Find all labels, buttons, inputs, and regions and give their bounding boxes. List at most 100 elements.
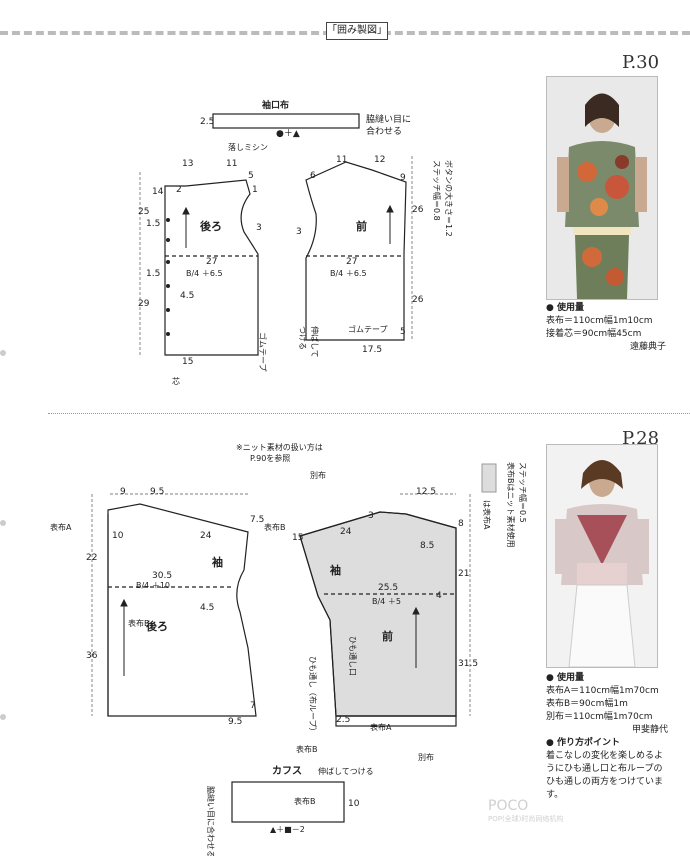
annotation: 別布 [310,470,326,480]
dim-label: 21 [458,569,469,579]
dim-label: 4.5 [200,603,214,613]
dim-label: 8 [458,519,464,529]
annotation: ひも通し口 [348,636,358,676]
materials-bottom: ● 使用量 表布A＝110cm幅1m70cm 表布B＝90cm幅1m 別布＝11… [546,672,668,802]
annotation: つける [298,326,307,350]
cuffs-label: カフス [272,765,302,777]
annotation: 別布 [418,752,434,762]
dim-label: 9 [120,487,126,497]
cloth-label: 表布B [264,522,286,532]
dim-label: 5 [248,171,254,181]
dim-label: 24 [200,531,212,541]
dim-label: 27 [206,257,217,267]
sleeve-band-note: 脇縫い目に [366,113,411,125]
tips-text: 着こなしの変化を楽しめるようにひも通し口と布ループのひも通しの両方をつけています… [546,751,664,800]
dim-label: 2.5 [336,715,350,725]
back-bodice-piece [164,179,259,356]
materials-line: 表布A＝110cm幅1m70cm [546,686,659,696]
dim-label: 30.5 [152,571,172,581]
dim-label: 25.5 [378,583,398,593]
piece-label-back: 後ろ [200,219,222,233]
sleeve-band-piece [212,113,360,129]
piece-label-sleeve: 袖 [330,563,341,577]
dim-label: 29 [138,299,150,309]
section-divider [48,413,690,414]
cuffs-piece [231,781,345,823]
dim-label: 2 [176,185,182,195]
back-piece-b [107,503,257,717]
front-bodice-piece [305,161,407,341]
dim-label: 7 [250,701,256,711]
dim-label: 31.5 [458,659,478,669]
dim-label: 26 [412,295,424,305]
tips-heading: ● 作り方ポイント [546,738,620,748]
piece-label-sleeve: 袖 [212,555,223,569]
section-title: 「囲み製図」 [326,22,388,40]
annotation: 伸ばして [310,326,320,358]
sleeve-band-label: 袖口布 [261,99,289,111]
note: 表布Bはニット素材使用 [506,462,516,548]
materials-line: 接着芯＝90cm幅45cm [546,329,642,339]
dim-formula: ●＋▲ [276,128,300,139]
dim-label: 8.5 [420,541,434,551]
dim-label: 10 [348,799,360,809]
sleeve-band-note: 合わせる [366,125,402,137]
dim-label: 6 [310,171,316,181]
model-photo-top [546,76,658,300]
dim-label: 24 [340,527,352,537]
designer-name: 甲斐静代 [631,725,668,735]
materials-line: 別布＝110cm幅1m70cm [546,712,653,722]
dim-label: 14 [152,187,164,197]
hem-band [335,715,457,727]
dim-label: 9 [400,173,406,183]
dim-label: 3 [368,511,374,521]
page-ref-bottom: P.28 [622,428,660,449]
dim-label: 27 [346,257,357,267]
cloth-label: 表布A [50,522,72,532]
dim-label: 5 [400,327,406,337]
dim-label: 4.5 [180,291,194,301]
binding-hole [0,350,6,356]
binding-hole [0,714,6,720]
cloth-label: 表布A [370,722,392,732]
dim-label: 11 [226,159,237,169]
cloth-label: 表布B [294,796,316,806]
dim-label: 3 [296,227,302,237]
model-photo-bottom [546,444,658,668]
legend-swatch [481,463,497,493]
dim-label: 13 [182,159,193,169]
cloth-label: 表布B [296,744,318,754]
dim-label: 10 [112,531,124,541]
annotation: 落しミシン [228,142,268,152]
annotation: 伸ばしてつける [318,766,374,776]
cloth-label: 表布B [128,618,150,628]
materials-line: 表布B＝90cm幅1m [546,699,628,709]
dim-label: 26 [412,205,424,215]
annotation: ゴムテープ [258,332,268,372]
watermark: POCO POP(全球)时尚网络机构 [488,798,688,848]
materials-top: ● 使用量 表布＝110cm幅1m10cm 接着芯＝90cm幅45cm 遠藤典子 [546,302,666,354]
dim-label: 1.5 [146,269,160,279]
dim-label: 4 [436,591,442,601]
dim-label: 25 [138,207,149,217]
note: ※ニット素材の扱い方は [236,442,323,452]
piece-label-back: 後ろ [146,619,168,633]
annotation: ボタンの大きさ＝1.2 [444,160,454,237]
materials-heading: ● 使用量 [546,303,584,313]
dim-formula: B/4 ＋10 [136,581,170,590]
materials-heading: ● 使用量 [546,673,584,683]
dim-label: 7.5 [250,515,264,525]
page-ref-top: P.30 [622,52,660,73]
dim-label: 3 [256,223,262,233]
piece-label-front: 前 [382,629,393,643]
piece-label-front: 前 [356,219,367,233]
dim-label: 12 [374,155,385,165]
annotation: 芯 [172,376,180,386]
dim-label: 15 [292,533,303,543]
legend-label: は表布A [482,500,492,530]
watermark-text: POCO [488,798,529,814]
dim-label: 9.5 [228,717,242,727]
designer-name: 遠藤典子 [629,342,666,352]
dim-label: 17.5 [362,345,382,355]
